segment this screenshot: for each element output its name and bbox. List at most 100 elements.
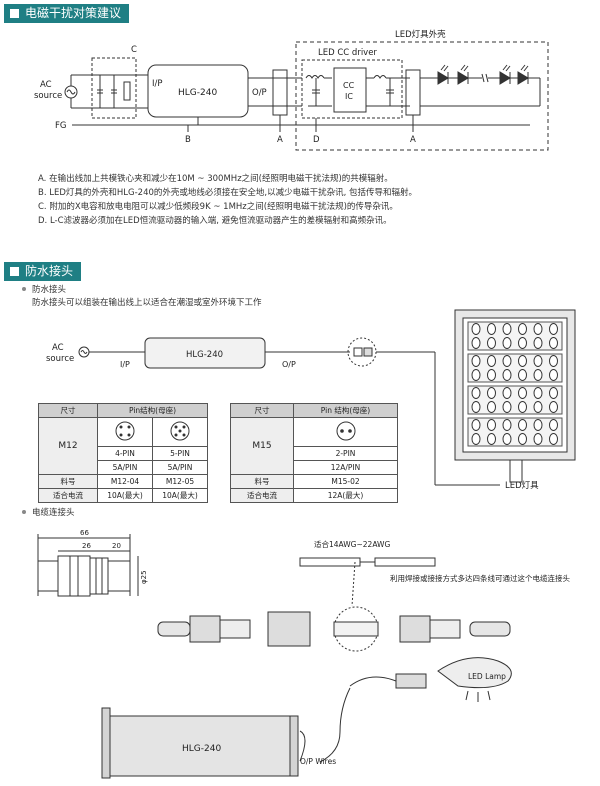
led-housing-box	[295, 41, 549, 151]
emi-diagram: LED灯具外壳 LED CC driver AC source C I/P HL…	[34, 29, 549, 151]
driver-box-label: LED CC driver	[318, 48, 377, 58]
led-cell	[533, 337, 543, 349]
label-a1: A	[277, 135, 283, 145]
m15-size-header: 尺寸	[230, 403, 294, 418]
wp-op-label: O/P	[282, 360, 296, 369]
dim-diameter: φ25	[140, 570, 148, 584]
m15-2pin-diagram	[293, 417, 398, 447]
m12-part-1: M12-04	[97, 474, 153, 489]
dim-right: 20	[112, 542, 121, 550]
cable-driver-box	[109, 715, 291, 777]
m12-pin-count-1: 4-PIN	[97, 446, 153, 461]
led-cell	[533, 369, 543, 381]
led-cell	[502, 323, 512, 335]
label-c: C	[131, 45, 137, 55]
led-cell	[502, 419, 512, 431]
led-cell	[518, 419, 527, 431]
led-cell	[518, 369, 527, 381]
m12-part-label: 料号	[38, 474, 98, 489]
emi-note-d: D. L-C滤波器必须加在LED恒流驱动器的输入端, 避免恒流驱动器产生的差模辐…	[38, 216, 392, 226]
m15-part: M15-02	[293, 474, 398, 489]
cable-driver-name: HLG-240	[182, 744, 221, 754]
ac-source-label-1: AC	[40, 80, 52, 90]
led-group-box	[467, 417, 563, 447]
m12-size-header: 尺寸	[38, 403, 98, 418]
led-cell	[471, 401, 481, 413]
label-b: B	[185, 135, 191, 145]
square-bullet-icon	[10, 9, 19, 18]
led-cell	[502, 433, 512, 445]
driver-box	[301, 59, 403, 119]
led-cell	[533, 355, 543, 367]
led-cell	[518, 387, 527, 399]
led-group-box	[467, 385, 563, 415]
led-cell	[549, 323, 558, 335]
led-cell	[471, 355, 481, 367]
led-cell	[502, 387, 512, 399]
led-cell	[518, 323, 527, 335]
pin-5-icon	[170, 421, 190, 441]
led-group-box	[467, 321, 563, 351]
pin-4-icon	[115, 421, 135, 441]
ferrite-core-a1	[272, 69, 288, 116]
m12-rating-1: 5A/PIN	[97, 460, 153, 475]
led-cell	[471, 433, 481, 445]
emi-note-a: A. 在输出线加上共模铁心夹和减少在10M ~ 300MHz之间(经照明电磁干扰…	[38, 174, 393, 184]
awg-label: 适合14AWG~22AWG	[314, 539, 390, 549]
led-cell	[549, 419, 558, 431]
m15-size: M15	[230, 417, 294, 475]
dot-bullet-icon	[22, 510, 26, 514]
m15-pin-header: Pin 结构(母座)	[293, 403, 398, 418]
emi-section-title: 电磁干扰对策建议	[4, 4, 130, 23]
m12-5pin-diagram	[152, 417, 208, 447]
led-cell	[487, 387, 496, 399]
led-cell	[533, 401, 543, 413]
led-lamp-label: LED Lamp	[468, 672, 506, 681]
led-cell	[487, 337, 496, 349]
dim-total: 66	[80, 529, 89, 537]
waterproof-description: 防水接头可以组装在输出线上以适合在潮湿或室外环境下工作	[32, 298, 262, 308]
m15-current-label: 适合电流	[230, 488, 294, 503]
led-cell	[502, 401, 512, 413]
m12-4pin-diagram	[97, 417, 153, 447]
m12-current-2: 10A(最大)	[152, 488, 208, 503]
cable-subtitle: 电缆连接头	[22, 506, 75, 518]
m15-part-label: 料号	[230, 474, 294, 489]
pin-2-icon	[336, 421, 355, 441]
led-cell	[502, 355, 512, 367]
led-cell	[487, 323, 496, 335]
op-wires-label: O/P Wires	[300, 757, 336, 766]
led-fixture-label: LED灯具	[505, 480, 539, 491]
label-a2: A	[410, 135, 416, 145]
ac-source-label-2: source	[34, 91, 62, 101]
led-cell	[549, 433, 558, 445]
led-cell	[471, 387, 481, 399]
led-cell	[471, 323, 481, 335]
led-cell	[533, 387, 543, 399]
cc-ic-label-1: CC	[343, 81, 355, 90]
cable-diagram: 66 26 20 φ25 适合14AWG~22AWG 利用焊接或接接方式多达四条…	[37, 529, 570, 779]
driver-name: HLG-240	[178, 88, 217, 98]
label-d: D	[313, 135, 320, 145]
square-bullet-icon	[10, 267, 19, 276]
led-cell	[471, 419, 481, 431]
ferrite-core-a2	[405, 69, 421, 116]
connector-dimension-drawing: 66 26 20 φ25	[37, 529, 148, 597]
cc-ic-box	[333, 67, 367, 113]
led-cell	[518, 401, 527, 413]
m12-pin-count-2: 5-PIN	[152, 446, 208, 461]
led-cell	[502, 337, 512, 349]
dim-left: 26	[82, 542, 91, 550]
wp-driver-name: HLG-240	[186, 350, 223, 360]
m12-size: M12	[38, 417, 98, 475]
dot-bullet-icon	[22, 287, 26, 291]
m15-rating: 12A/PIN	[293, 460, 398, 475]
waterproof-diagram: AC source I/P HLG-240 O/P LED灯具	[46, 309, 576, 491]
emi-note-b: B. LED灯具的外壳和HLG-240的外壳或地线必须接在安全地,以减少电磁干扰…	[38, 188, 418, 198]
emi-note-c: C. 附加的X电容和放电电阻可以减少低频段9K ~ 1MHz之间(经照明电磁干扰…	[38, 202, 398, 212]
led-cell	[487, 401, 496, 413]
m12-spec-table: 尺寸 Pin结构(母座) M12 4-PIN 5-PIN 5A/PIN 5A/P…	[38, 403, 208, 503]
fg-label: FG	[55, 121, 66, 131]
led-cell	[487, 369, 496, 381]
led-cell	[471, 369, 481, 381]
